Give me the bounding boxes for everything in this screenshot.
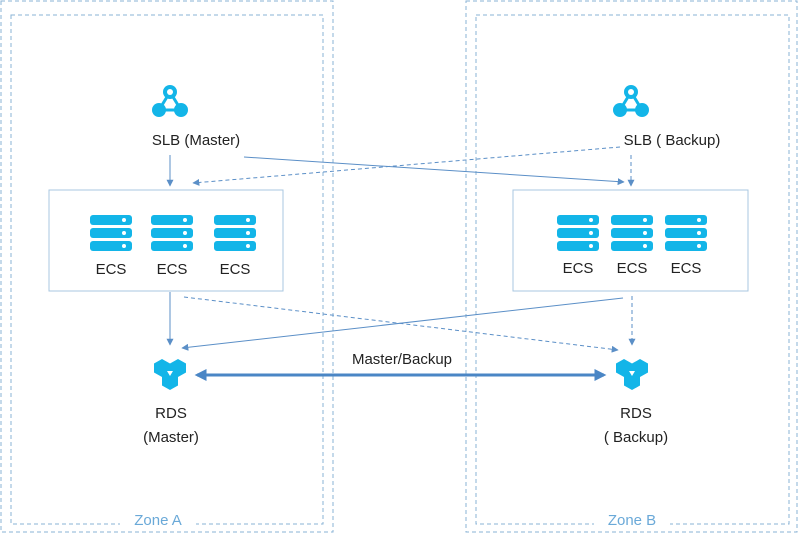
ecs-a1-label: ECS <box>96 261 127 278</box>
arrow-ecs-b-to-rds-master <box>181 297 624 351</box>
ecs-b2-server-icon <box>611 215 653 251</box>
arrow-slb-master-to-ecs-b <box>243 156 625 186</box>
rds-master-label: RDS <box>155 405 187 422</box>
zone-b: Zone B <box>465 0 798 533</box>
sync-label: Master/Backup <box>352 351 452 368</box>
slb-backup-icon <box>611 83 651 119</box>
arrow-ecs-a-to-rds-backup <box>183 296 619 353</box>
slb-master-label: SLB (Master) <box>152 132 240 149</box>
rds-backup-icon <box>616 359 648 390</box>
rds-master-sublabel: (Master) <box>143 429 199 446</box>
ecs-b1-label: ECS <box>563 260 594 277</box>
zone-b-inner-border <box>475 14 790 525</box>
ecs-a3-server-icon <box>214 215 256 251</box>
zone-b-outer-border <box>465 0 798 533</box>
ecs-b2-label: ECS <box>617 260 648 277</box>
zone-a-outer-border <box>0 0 334 533</box>
zone-a-label: Zone A <box>134 512 182 529</box>
ecs-b1-server-icon <box>557 215 599 251</box>
ecs-a2-server-icon <box>151 215 193 251</box>
zone-a: Zone A <box>0 0 334 533</box>
zone-a-ecs-box <box>48 189 284 292</box>
ecs-b3-server-icon <box>665 215 707 251</box>
rds-backup-sublabel: ( Backup) <box>604 429 668 446</box>
ecs-a3-label: ECS <box>220 261 251 278</box>
rds-backup-label: RDS <box>620 405 652 422</box>
zone-b-ecs-box <box>512 189 749 292</box>
slb-backup-label: SLB ( Backup) <box>624 132 721 149</box>
slb-master-icon <box>150 83 190 119</box>
ecs-a2-label: ECS <box>157 261 188 278</box>
zone-b-label: Zone B <box>608 512 656 529</box>
arrow-slb-backup-to-ecs-a <box>192 146 621 186</box>
ecs-a1-server-icon <box>90 215 132 251</box>
rds-master-icon <box>154 359 186 390</box>
ecs-b3-label: ECS <box>671 260 702 277</box>
